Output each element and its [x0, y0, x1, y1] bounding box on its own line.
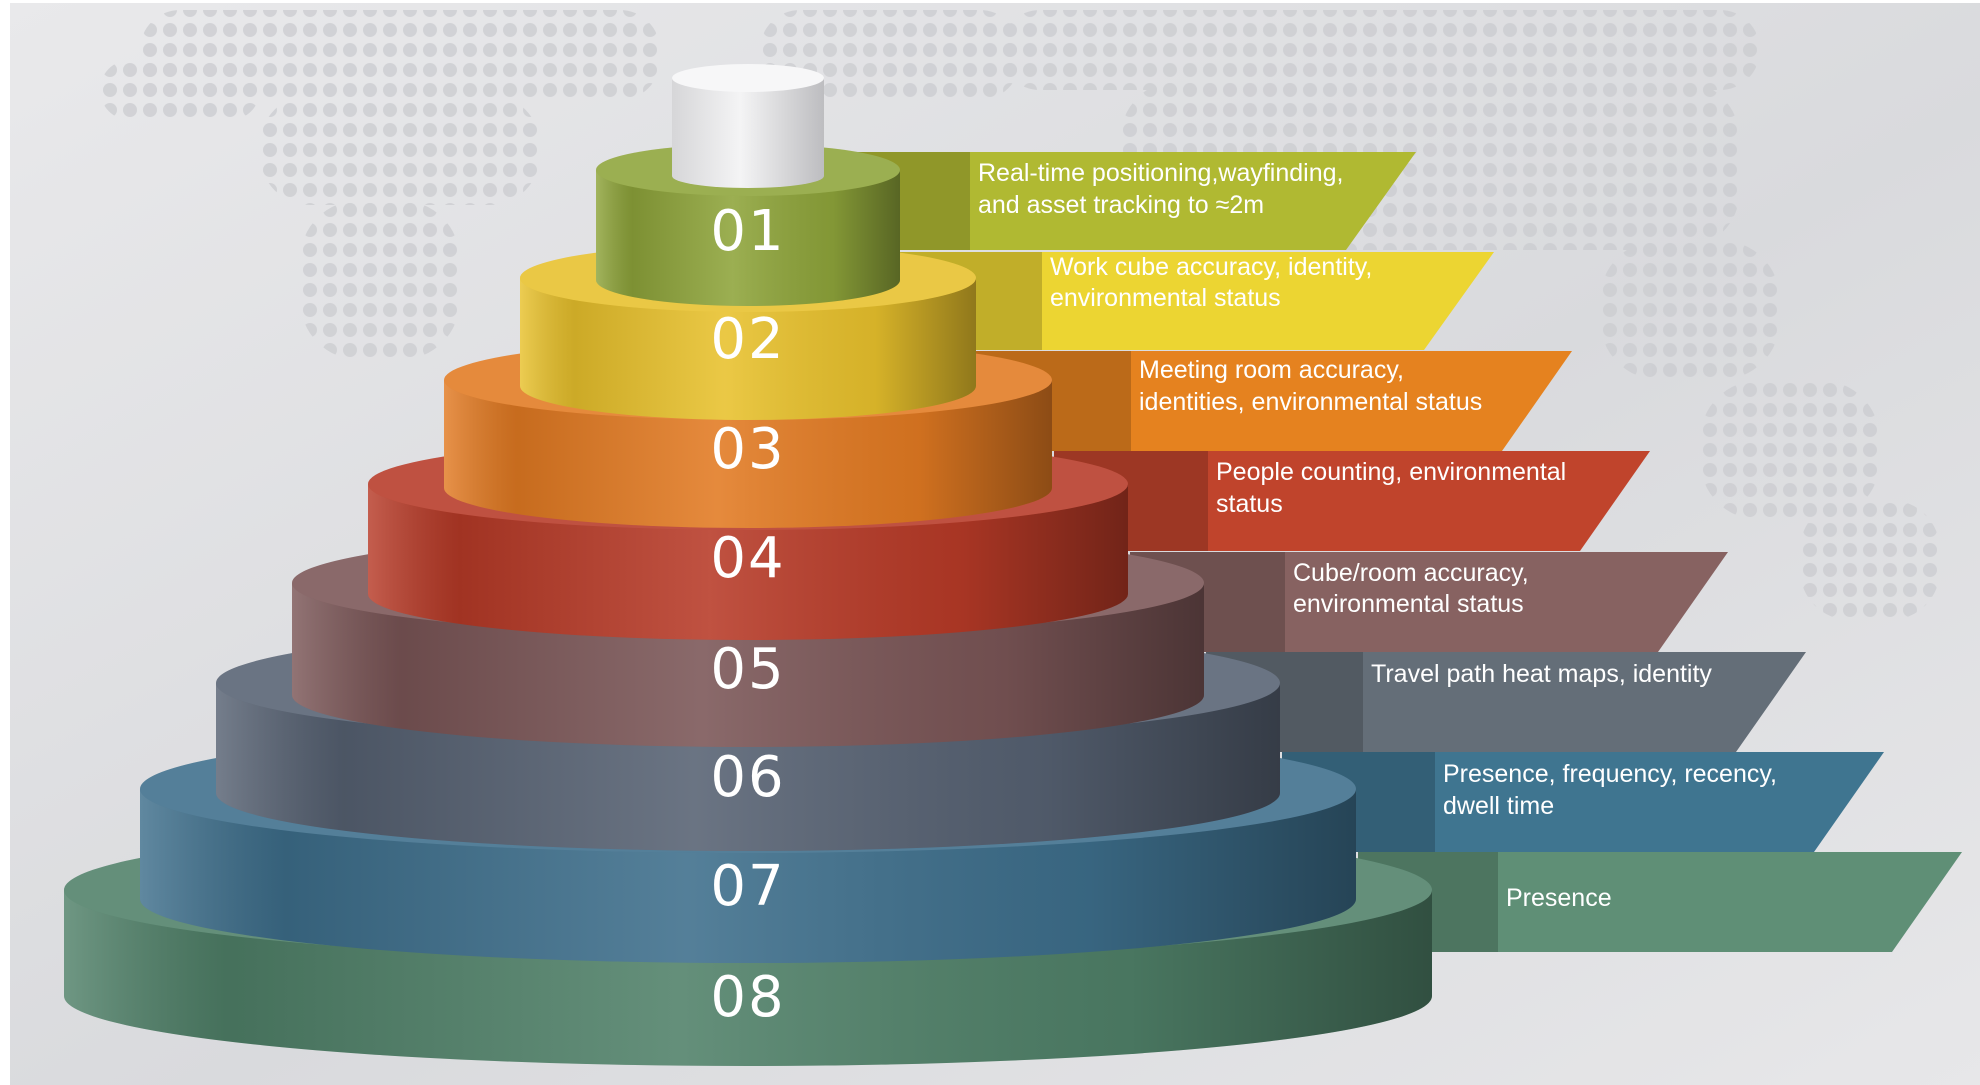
tier-number: 03 [710, 417, 785, 482]
tier-number: 08 [710, 965, 785, 1030]
tier-label-01: Real-time positioning,wayfinding, and ass… [978, 159, 1343, 219]
band-03 [976, 351, 1572, 451]
tier-number: 05 [710, 637, 785, 702]
tier-label-06: Travel path heat maps, identity [1371, 660, 1712, 688]
tier-label-line: dwell time [1443, 792, 1554, 820]
band-08 [1358, 852, 1962, 952]
top-cap [672, 64, 824, 188]
tier-label-line: Presence, frequency, recency, [1443, 760, 1777, 788]
band-02 [900, 252, 1494, 350]
tier-number: 04 [710, 526, 785, 591]
description-bands [824, 152, 1962, 952]
tier-label-line: environmental status [1293, 590, 1524, 618]
tier-shade [520, 278, 976, 420]
tier-label-04: People counting, environmental status [1216, 458, 1566, 518]
tier-label-line: People counting, environmental [1216, 458, 1566, 486]
tier-number: 07 [710, 854, 785, 919]
band-04 [1054, 451, 1650, 551]
band-01 [824, 152, 1416, 250]
band-07 [1282, 752, 1884, 852]
tier-label-line: status [1216, 490, 1283, 518]
tier-label-line: environmental status [1050, 284, 1281, 312]
tier-label-line: Work cube accuracy, identity, [1050, 253, 1372, 281]
tier-label-line: and asset tracking to ≈2m [978, 191, 1264, 219]
tier-label-line: Presence [1506, 884, 1612, 912]
tier-label-line: Travel path heat maps, identity [1371, 660, 1712, 688]
tier-number: 01 [710, 199, 785, 264]
band-06 [1206, 652, 1806, 752]
tier-number: 02 [710, 307, 785, 372]
tier-label-line: Meeting room accuracy, [1139, 356, 1404, 384]
tier-shade [596, 170, 900, 306]
tier-label-line: Real-time positioning,wayfinding, [978, 159, 1343, 187]
tier-label-07: Presence, frequency, recency, dwell time [1443, 760, 1777, 820]
tier-number: 06 [710, 745, 785, 810]
tier-label-03: Meeting room accuracy, identities, enviro… [1139, 356, 1482, 416]
description-labels: Real-time positioning,wayfinding, and ass… [978, 159, 1777, 912]
tier-label-line: Cube/room accuracy, [1293, 559, 1529, 587]
tier-label-05: Cube/room accuracy, environmental status [1293, 559, 1529, 618]
tier-label-08: Presence [1506, 884, 1612, 912]
tier-shade [444, 380, 1052, 528]
tier-label-line: identities, environmental status [1139, 388, 1482, 416]
world-map-dots [100, 10, 1940, 620]
tier-label-02: Work cube accuracy, identity, environment… [1050, 253, 1372, 312]
band-05 [1130, 552, 1728, 652]
